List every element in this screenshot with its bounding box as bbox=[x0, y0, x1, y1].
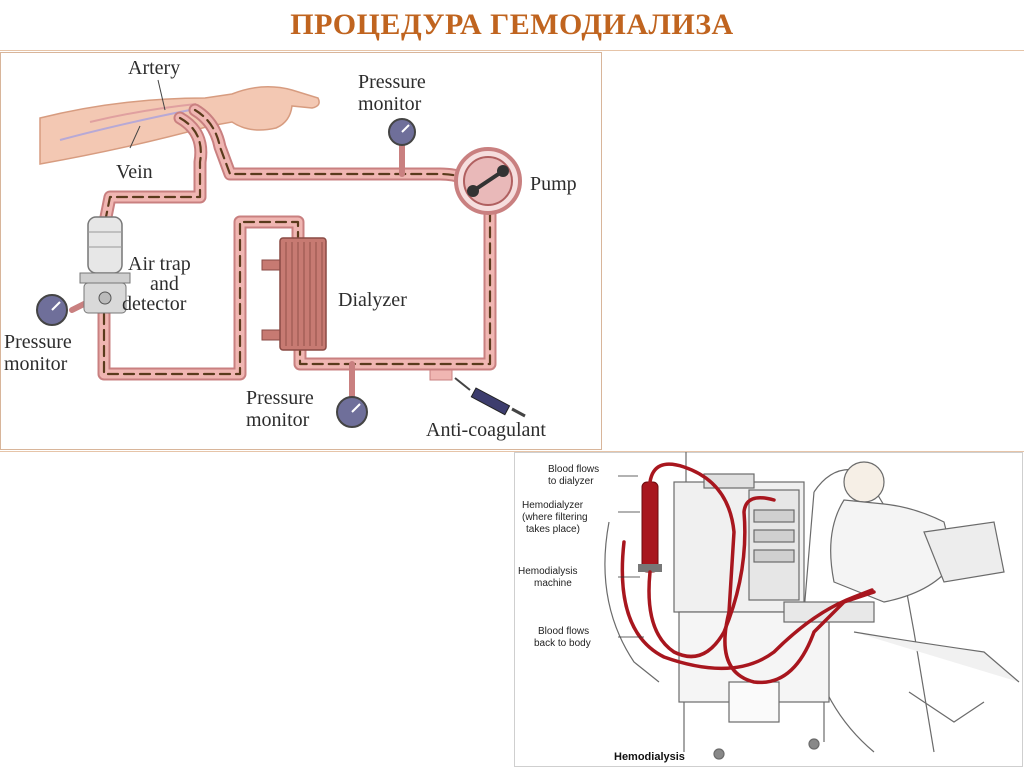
blood-back-label-line2: back to body bbox=[534, 638, 591, 649]
hemodialyzer-label-line2: (where filtering bbox=[522, 512, 588, 523]
pressure-monitor-left-label-line2: monitor bbox=[4, 353, 68, 375]
blood-lines bbox=[620, 462, 876, 685]
artery-label: Artery bbox=[128, 57, 180, 79]
hemodialyzer-column bbox=[638, 481, 662, 573]
pressure-monitor-top-label-line1: Pressure bbox=[358, 71, 426, 93]
vein-label: Vein bbox=[116, 161, 153, 183]
air-trap-label-line3: detector bbox=[122, 293, 187, 315]
air-trap-label-line2: and bbox=[150, 273, 179, 295]
hemodialysis-illustration: Blood flows to dialyzer Hemodialyzer (wh… bbox=[514, 452, 1023, 767]
pressure-gauge-icon-bottom bbox=[336, 396, 368, 428]
pressure-gauge-icon-left bbox=[36, 294, 68, 326]
hemodialyzer-label-line1: Hemodialyzer bbox=[522, 500, 584, 511]
patient-sketch bbox=[803, 461, 1020, 753]
pump-label: Pump bbox=[530, 173, 577, 195]
pressure-monitor-bottom-label-line1: Pressure bbox=[246, 387, 314, 409]
dialyzer-label: Dialyzer bbox=[338, 289, 407, 311]
machine-label-line1: Hemodialysis bbox=[518, 566, 577, 577]
callout-leaders bbox=[618, 475, 644, 638]
hemodialyzer-label-line3: takes place) bbox=[526, 524, 580, 535]
dialysis-machine-sketch bbox=[673, 452, 875, 760]
pressure-monitor-top-label-line2: monitor bbox=[358, 93, 422, 115]
top-divider-line bbox=[0, 50, 1024, 51]
syringe-icon bbox=[429, 369, 526, 418]
pressure-monitor-left-label-line1: Pressure bbox=[4, 331, 72, 353]
blood-back-label-line1: Blood flows bbox=[538, 626, 589, 637]
pressure-gauge-icon-top bbox=[388, 118, 416, 146]
hemodialysis-schematic-panel: Artery Vein Pressure monitor Pump Air tr… bbox=[0, 52, 603, 450]
blood-to-dialyzer-label-line1: Blood flows bbox=[548, 464, 599, 475]
slide-title: ПРОЦЕДУРА ГЕМОДИАЛИЗА bbox=[290, 8, 734, 41]
artery-leader-line bbox=[157, 79, 166, 111]
pressure-monitor-bottom-label-line2: monitor bbox=[246, 409, 310, 431]
blood-to-dialyzer-label-line2: to dialyzer bbox=[548, 476, 594, 487]
hemodialysis-illustration-panel: Blood flows to dialyzer Hemodialyzer (wh… bbox=[514, 452, 1024, 767]
arm-illustration bbox=[39, 86, 320, 165]
vein-leader-line bbox=[129, 125, 141, 149]
anticoagulant-label: Anti-coagulant bbox=[426, 419, 546, 441]
machine-label-line2: machine bbox=[534, 578, 572, 589]
air-trap-label-line1: Air trap bbox=[128, 253, 191, 275]
hemodialysis-schematic: Artery Vein Pressure monitor Pump Air tr… bbox=[0, 52, 602, 450]
illustration-caption: Hemodialysis bbox=[614, 751, 685, 763]
middle-divider-line bbox=[0, 451, 1024, 452]
dialyzer-icon bbox=[261, 237, 327, 351]
pump-icon bbox=[454, 147, 522, 215]
air-trap-detector-icon bbox=[79, 216, 131, 314]
